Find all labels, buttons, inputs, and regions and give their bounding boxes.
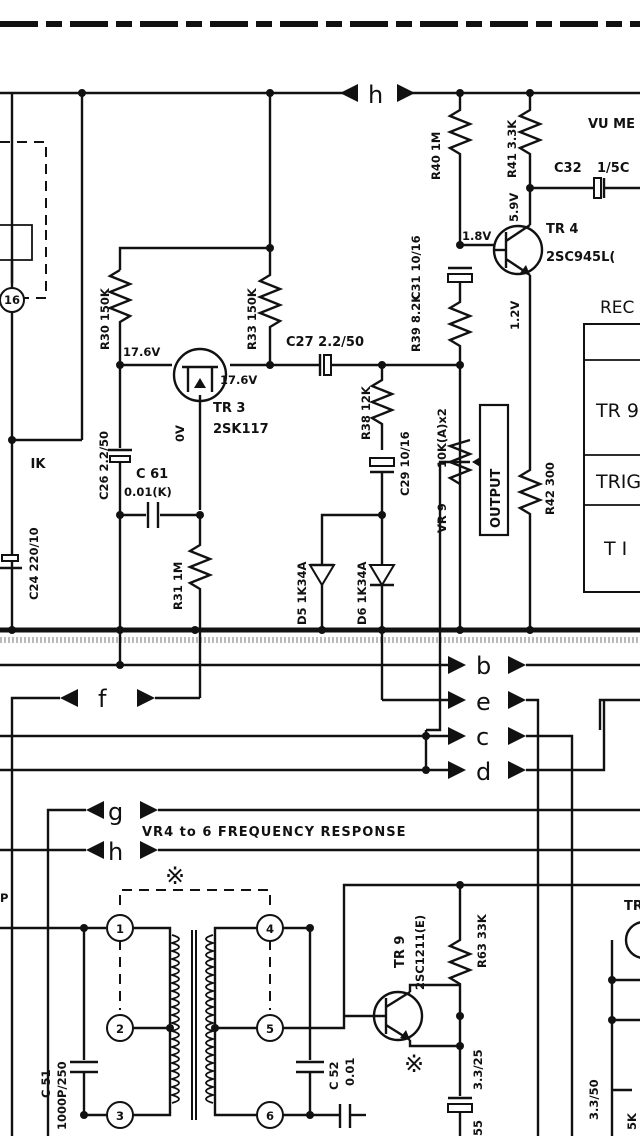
top-bus-wire xyxy=(0,89,640,97)
r31-label: R31 1M xyxy=(171,562,185,610)
rec-row-ti: T I xyxy=(603,538,627,560)
c51-label: C 51 xyxy=(39,1070,53,1098)
bus-lines: b f e c d g h VR xyxy=(0,652,640,1136)
tr3-drain-voltage: 17.6V xyxy=(123,345,160,359)
c-3p3-25-label: 3.3/25 xyxy=(471,1049,485,1090)
ik-label: IK xyxy=(31,457,47,472)
pin-3-label: 3 xyxy=(116,1109,124,1123)
c32-value: 1/5C xyxy=(597,161,629,176)
r41-label: R41 3.3K xyxy=(505,119,519,178)
c24-label: C24 220/10 xyxy=(27,527,41,600)
right-edge-fragments: TR 3.3/50 5K P xyxy=(0,891,640,1136)
r38-label: R38 12K xyxy=(359,385,373,440)
bus-label-f: f xyxy=(98,685,107,713)
tr4-collector-voltage: 5.9V xyxy=(507,193,521,222)
transformer-note-mark: ※ xyxy=(165,862,185,890)
node-16-label: 16 xyxy=(4,293,20,307)
c29-label: C29 10/16 xyxy=(398,431,412,496)
r42-label: R42 300 xyxy=(543,462,557,515)
c-3p3-50-label: 3.3/50 xyxy=(587,1079,601,1120)
c52-label: C 52 xyxy=(327,1062,341,1090)
tr9-type: 2SC1211(E) xyxy=(413,915,427,990)
left-input-section: 16 IK C24 220/10 xyxy=(0,93,84,630)
bus-label-c: c xyxy=(476,723,489,751)
c61-label: C 61 xyxy=(136,467,168,482)
vu-meter-label: VU ME xyxy=(588,117,635,132)
pin-4-label: 4 xyxy=(266,922,274,936)
r63-label: R63 33K xyxy=(475,913,489,968)
vr9-value: 10K(A)x2 xyxy=(435,408,449,468)
c26-label: C26 2.2/50 xyxy=(97,431,111,500)
bus-label-h-bottom: h xyxy=(108,838,123,866)
fragment-p-label: P xyxy=(0,891,8,905)
pin-1-label: 1 xyxy=(116,922,124,936)
d6-label: D6 1K34A xyxy=(355,562,369,625)
bus-label-h-top: h xyxy=(368,81,383,109)
rec-row-trig: TRIG xyxy=(595,471,640,493)
tr3-gate-voltage: 0V xyxy=(173,425,187,442)
pin-5-label: 5 xyxy=(266,1022,274,1036)
bus-connector-h-top: h xyxy=(340,81,415,109)
tr9-stage: TR 9 2SC1211(E) ※ R63 33K 3.3/25 55 xyxy=(344,885,489,1136)
c51-value: 1000P/250 xyxy=(55,1061,69,1130)
frequency-response-caption: VR4 to 6 FREQUENCY RESPONSE xyxy=(142,825,406,840)
bus-label-d: d xyxy=(476,758,491,786)
c27-label: C27 2.2/50 xyxy=(286,335,364,350)
fragment-55-label: 55 xyxy=(471,1120,485,1136)
d5-label: D5 1K34A xyxy=(295,562,309,625)
tr3-label: TR 3 xyxy=(213,401,245,416)
pin-2-label: 2 xyxy=(116,1022,124,1036)
rec-label: REC xyxy=(600,298,634,318)
transformer-section: ※ 1 2 3 4 5 6 C xyxy=(0,862,640,1130)
tr3-type: 2SK117 xyxy=(213,422,269,437)
transformer-windings xyxy=(168,930,217,1120)
vr9-label: VR 9 xyxy=(435,503,449,533)
c31-label: C31 10/16 xyxy=(409,235,423,300)
bus-label-g: g xyxy=(108,798,123,826)
c27-diode-network: C27 2.2/50 R38 12K C29 10/16 D5 1K34A D6… xyxy=(286,335,460,700)
tr3-source-voltage: 17.6V xyxy=(220,373,257,387)
r40-label: R40 1M xyxy=(429,132,443,180)
bus-label-e: e xyxy=(476,688,491,716)
tr4-output-stage: R40 1M 1.8V C31 10/16 R39 8.2K 10K(A)x2 … xyxy=(409,93,640,732)
r33-label: R33 150K xyxy=(245,287,259,350)
ground-bus-wire xyxy=(0,626,640,643)
c32-label: C32 xyxy=(554,161,582,176)
output-box-label: OUTPUT xyxy=(489,468,504,528)
fragment-5k-label: 5K xyxy=(625,1112,639,1130)
bus-label-b: b xyxy=(476,652,491,680)
tr3-stage: R30 150K R33 150K 17.6V 17.6V TR 3 2SK11… xyxy=(97,93,320,698)
tr4-base-voltage: 1.8V xyxy=(462,229,491,243)
rec-row-tr9: TR 9 xyxy=(595,400,639,422)
c52-value: 0.01 xyxy=(343,1058,357,1086)
pin-6-label: 6 xyxy=(266,1109,274,1123)
c61-value: 0.01(K) xyxy=(124,485,172,499)
tr4-emitter-voltage: 1.2V xyxy=(508,301,522,330)
r30-label: R30 150K xyxy=(98,287,112,350)
rec-table-fragment: REC TR 9 TRIG T I xyxy=(583,298,640,593)
tr9-note-mark: ※ xyxy=(404,1050,424,1078)
tr9-label: TR 9 xyxy=(393,936,408,968)
tr4-label: TR 4 xyxy=(546,222,578,237)
tr4-type: 2SC945L( xyxy=(546,250,615,265)
tr-right-label: TR xyxy=(624,899,640,914)
r39-label: R39 8.2K xyxy=(409,293,423,352)
